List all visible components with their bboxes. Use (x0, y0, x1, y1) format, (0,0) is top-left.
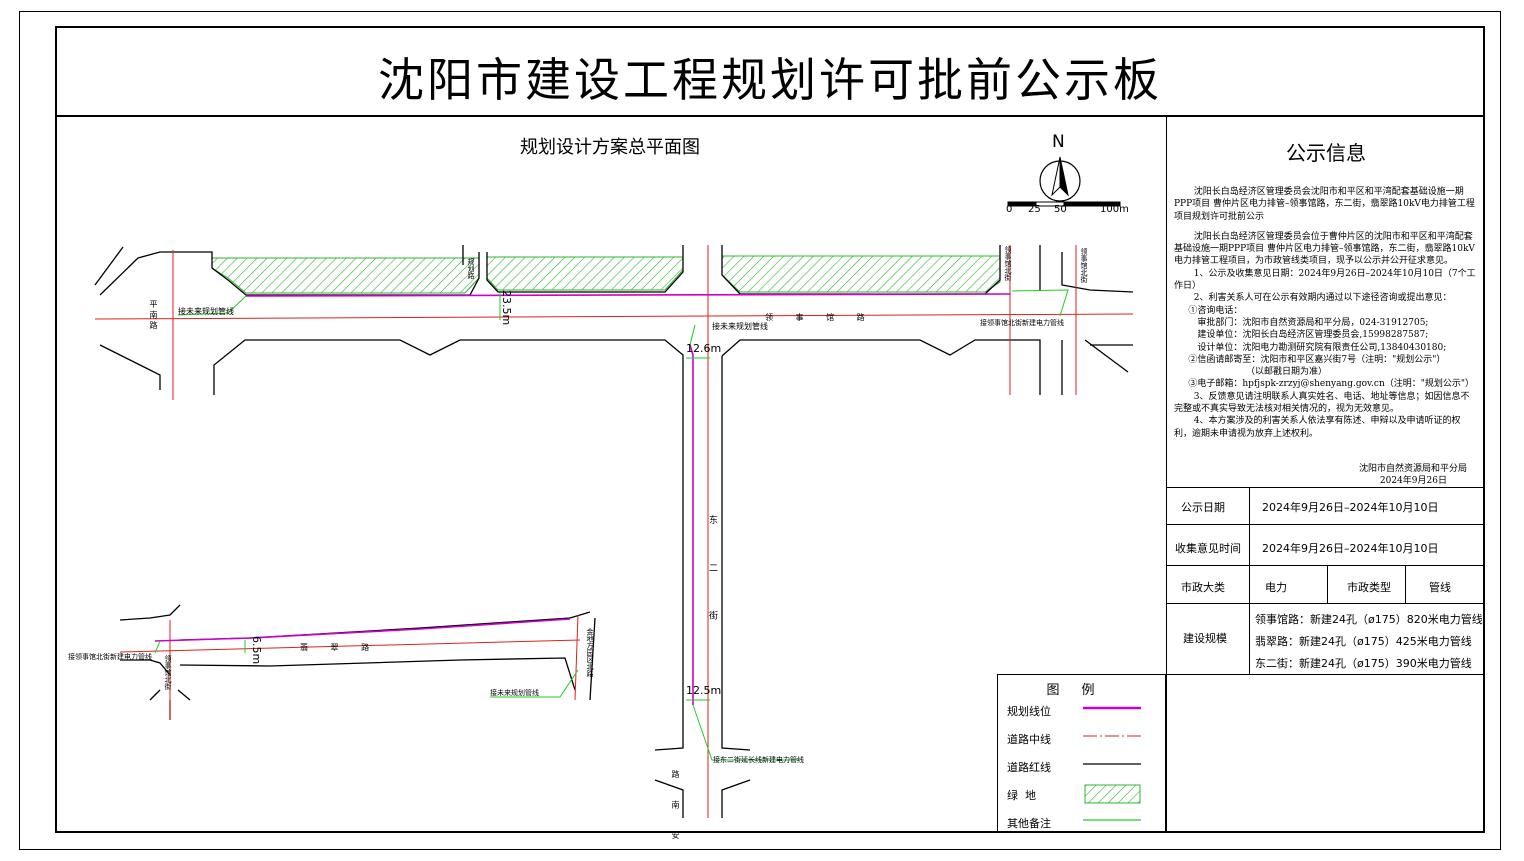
legend-item: 规划线位 (1007, 705, 1051, 718)
legend-item: 道路红线 (1007, 761, 1051, 774)
notice-text: 沈阳长白岛经济区管理委员会沈阳市和平区和平湾配套基础设施一期PPP项目 曹仲片区… (1174, 186, 1476, 440)
notice-item: 4、本方案涉及的利害关系人依法享有陈述、申辩以及申请听证的权利，逾期未申请视为放… (1174, 416, 1461, 439)
road-redlines (94, 245, 1134, 818)
road-label: 领事馆北街 (1004, 246, 1012, 281)
road-label: 领 事 馆 路 (765, 313, 875, 322)
road-label: 领事馆北街 (164, 655, 172, 690)
note-label: 接东二街延长线新建电力管线 (713, 756, 804, 764)
note-label: 接未来规划管线 (712, 322, 768, 331)
sign-date: 2024年9月26日 (1379, 476, 1447, 486)
scale-0: 0 (1006, 204, 1013, 215)
outer-frame (19, 11, 1501, 850)
table-value: 领事馆路：新建24孔（ø175）820米电力管线 (1255, 613, 1483, 626)
dimension-label: 6.5m (250, 636, 263, 665)
road-label: 领事馆北街 (1080, 248, 1088, 283)
north-label: N (1052, 132, 1065, 152)
notice-item: 1、公示及收集意见日期：2024年9月26日–2024年10月10日（7个工作日… (1174, 268, 1476, 292)
table-value: 2024年9月26日–2024年10月10日 (1262, 501, 1439, 514)
green-area (721, 255, 1001, 293)
title-band: 沈阳市建设工程规划许可批前公示板 (55, 26, 1485, 117)
green-area (211, 257, 480, 294)
board-frame (55, 26, 1485, 833)
info-heading: 公示信息 (1286, 141, 1366, 165)
planned-cable-route (154, 293, 1011, 705)
legend-box: 图例 规划线位 道路中线 道路红线 绿 地 其他备注 (997, 674, 1166, 833)
notice-item: 3、反馈意见请注明联系人真实姓名、电话、地址等信息；如因信息不完整或不真实导致无… (1174, 391, 1470, 415)
north-arrow-icon (1039, 156, 1081, 202)
table-label: 市政类型 (1347, 581, 1391, 594)
dimension-lines (244, 293, 710, 701)
notice-p1: 沈阳长白岛经济区管理委员会沈阳市和平区和平湾配套基础设施一期PPP项目 曹仲片区… (1174, 187, 1475, 222)
table-value: 东二街：新建24孔（ø175）390米电力管线 (1255, 657, 1472, 670)
scale-25: 25 (1028, 204, 1041, 215)
note-label: 接未来规划管线 (178, 307, 234, 316)
table-value: 电力 (1265, 581, 1287, 594)
dimension-label: 12.5m (686, 684, 722, 697)
note-label: 接领事馆北街新建电力管线 (68, 653, 152, 661)
green-area (486, 256, 684, 291)
notice-item: 2、利害关系人可在公示有效期内通过以下途径咨询或提出意见： (1193, 293, 1452, 304)
scale-bar (1007, 201, 1121, 207)
info-table: 公示日期 2024年9月26日–2024年10月10日 收集意见时间 2024年… (1167, 487, 1485, 677)
table-value: 翡翠路：新建24孔（ø175）425米电力管线 (1255, 635, 1472, 648)
road-centerlines (94, 245, 1134, 818)
notice-item: （以邮戳日期为准） (1246, 367, 1328, 378)
dimension-label: 23.5m (500, 290, 513, 326)
notice-p2: 沈阳长白岛经济区管理委员会位于曹仲片区的沈阳市和平区和平湾配套基础设施一期PPP… (1174, 231, 1475, 267)
notice-item: 设计单位：沈阳电力勘测研究院有限责任公司,13840430180; (1197, 342, 1447, 353)
table-label: 市政大类 (1181, 581, 1225, 594)
notice-item: ③电子邮箱：hpfjspk-zrzyj@shenyang.gov.cn（注明："… (1188, 379, 1475, 390)
panel-divider (1166, 117, 1167, 833)
sign-org: 沈阳市自然资源局和平分局 (1358, 464, 1467, 474)
legend-item: 其他备注 (1007, 817, 1051, 830)
notice-item: ②信函请邮寄至：沈阳市和平区嘉兴街7号（注明："规划公示"） (1188, 354, 1446, 365)
table-label: 公示日期 (1181, 501, 1225, 514)
scale-50: 50 (1054, 204, 1067, 215)
road-label: 东 二 街 (707, 515, 717, 638)
table-value: 管线 (1429, 581, 1451, 594)
scale-100: 100m (1100, 204, 1129, 215)
note-label: 接领事馆北街新建电力管线 (980, 319, 1064, 327)
note-leaders (154, 289, 1069, 761)
site-plan-map (94, 156, 1141, 821)
legend-samples (1083, 706, 1141, 821)
legend-title: 图例 (1046, 683, 1117, 698)
notice-item: ①咨询电话： (1188, 305, 1243, 316)
dimension-label: 12.6m (686, 342, 722, 355)
page-title: 沈阳市建设工程规划许可批前公示板 (378, 53, 1162, 107)
table-label: 建设规模 (1183, 632, 1227, 645)
table-label: 收集意见时间 (1175, 542, 1241, 555)
road-label: 平 南 路 (149, 300, 158, 330)
road-label: 金地方园区北路 (586, 628, 594, 677)
road-label: 路 南 安 (671, 770, 680, 850)
note-label: 接未来规划管线 (490, 689, 539, 697)
legend-item: 绿 地 (1007, 789, 1036, 802)
notice-item: 审批部门：沈阳市自然资源局和平分局，024-31912705; (1197, 317, 1429, 328)
road-label: 规划路 (467, 258, 475, 279)
table-value: 2024年9月26日–2024年10月10日 (1262, 542, 1439, 555)
legend-item: 道路中线 (1007, 733, 1051, 746)
notice-item: 建设单位：沈阳长白岛经济区管理委员会,15998287587; (1197, 330, 1429, 341)
plan-title: 规划设计方案总平面图 (520, 137, 700, 158)
road-label: 翡 翠 路 (300, 643, 380, 652)
